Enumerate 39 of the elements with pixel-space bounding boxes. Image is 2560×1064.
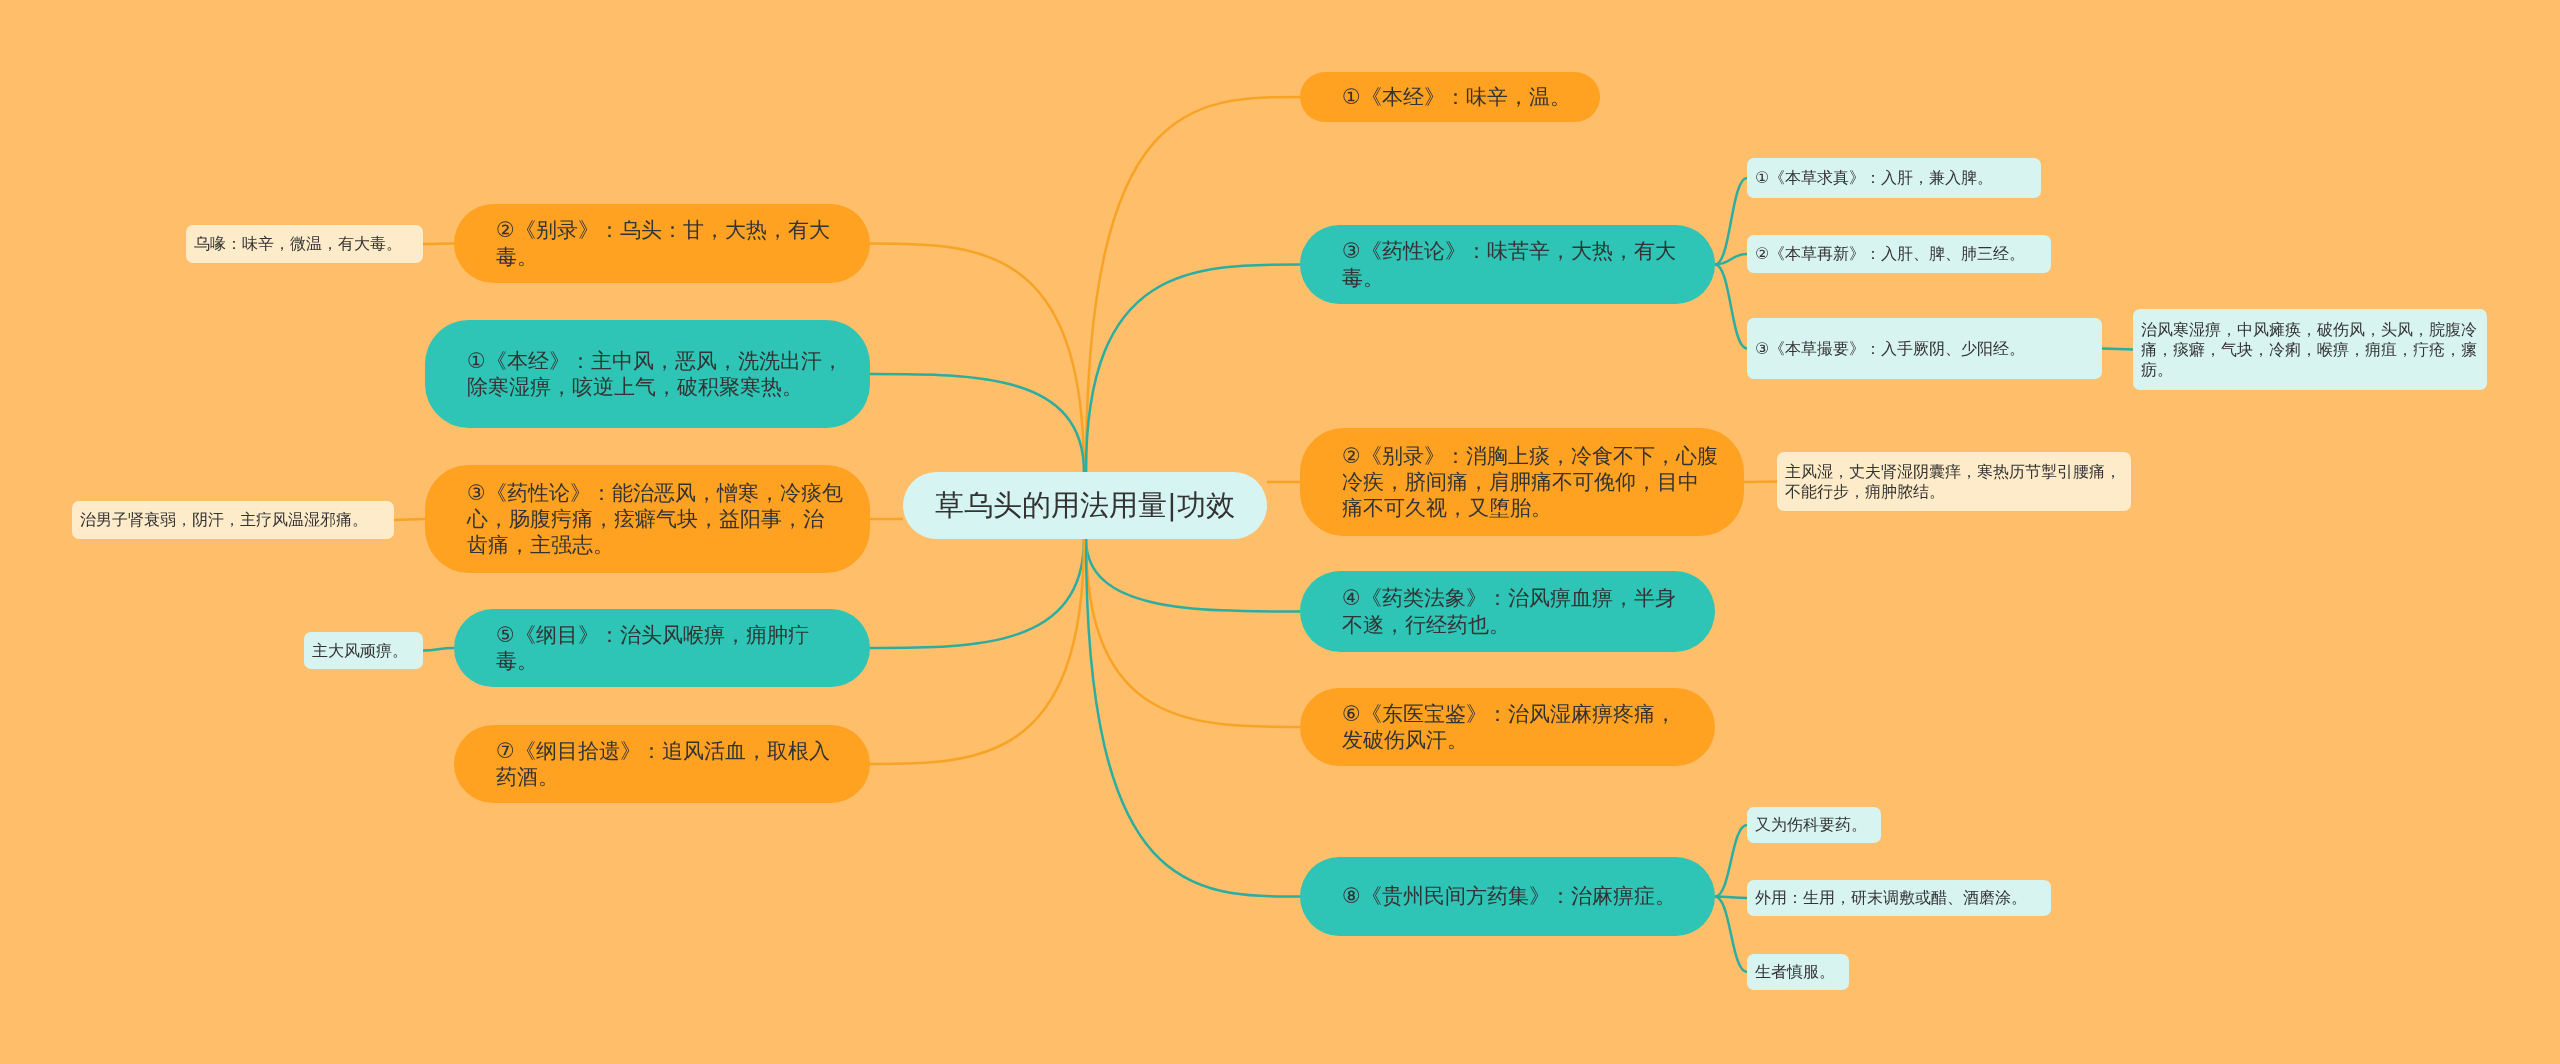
connector-line <box>1714 823 1748 898</box>
note-box: 外用：生用，研末调敷或醋、酒磨涂。 <box>1747 880 2051 916</box>
branch-topic: ②《别录》：乌头：甘，大热，有大毒。 <box>454 204 870 283</box>
branch-topic: ⑥《东医宝鉴》：治风湿麻痹疼痛，发破伤风汗。 <box>1300 688 1715 766</box>
branch-topic: ⑧《贵州民间方药集》：治麻痹症。 <box>1300 857 1715 936</box>
connector-line <box>870 538 1086 766</box>
branch-topic: ②《别录》：消胸上痰，冷食不下，心腹冷疾，脐间痛，肩胛痛不可俛仰，目中痛不可久视，又堕胎。 <box>1300 428 1744 536</box>
note-box: ③《本草撮要》：入手厥阴、少阳经。 <box>1747 318 2102 379</box>
branch-topic: ①《本经》：主中风，恶风，洗洗出汗，除寒湿痹，咳逆上气，破积聚寒热。 <box>425 320 870 428</box>
connector-line <box>1715 895 1747 900</box>
note-box: ②《本草再新》：入肝、脾、肺三经。 <box>1747 235 2051 273</box>
connector-line <box>423 646 454 652</box>
connector-line <box>394 517 425 522</box>
note-box: 治风寒湿痹，中风瘫痪，破伤风，头风，脘腹冷痛，痰癖，气块，冷痢，喉痹，痈疽，疔疮，瘰疬。 <box>2133 309 2487 390</box>
branch-topic: ①《本经》：味辛，温。 <box>1300 72 1600 122</box>
connector-line <box>870 372 1086 473</box>
connector-line <box>1084 538 1300 898</box>
branch-topic: ③《药性论》：味苦辛，大热，有大毒。 <box>1300 225 1715 304</box>
branch-topic: ③《药性论》：能治恶风，憎寒，冷痰包心，肠腹疞痛，痃癖气块，益阳事，治齿痛，主强志。 <box>425 465 870 573</box>
branch-topic: ⑦《纲目拾遗》：追风活血，取根入药酒。 <box>454 725 870 803</box>
note-box: 生者慎服。 <box>1747 954 1849 990</box>
note-box: ①《本草求真》：入肝，兼入脾。 <box>1747 158 2041 198</box>
connector-line <box>1714 895 1748 974</box>
central-topic: 草乌头的用法用量|功效 <box>903 472 1267 539</box>
connector-line <box>1714 176 1748 266</box>
connector-line <box>1267 480 1300 484</box>
connector-line <box>2102 347 2133 351</box>
connector-line <box>423 242 454 246</box>
note-box: 主风湿，丈夫肾湿阴囊痒，寒热历节掣引腰痛，不能行步，痈肿脓结。 <box>1777 452 2131 511</box>
connector-line <box>870 517 903 521</box>
note-box: 治男子肾衰弱，阴汗，主疗风温湿邪痛。 <box>72 501 394 539</box>
connector-line <box>1744 480 1777 484</box>
connector-line <box>1084 263 1300 473</box>
note-box: 又为伤科要药。 <box>1747 807 1881 843</box>
branch-topic: ⑤《纲目》：治头风喉痹，痈肿疔毒。 <box>454 609 870 687</box>
note-box: 主大风顽痹。 <box>304 632 423 669</box>
connector-line <box>1714 263 1748 350</box>
note-box: 乌喙：味辛，微温，有大毒。 <box>186 225 423 263</box>
branch-topic: ④《药类法象》：治风痹血痹，半身不遂，行经药也。 <box>1300 571 1715 652</box>
